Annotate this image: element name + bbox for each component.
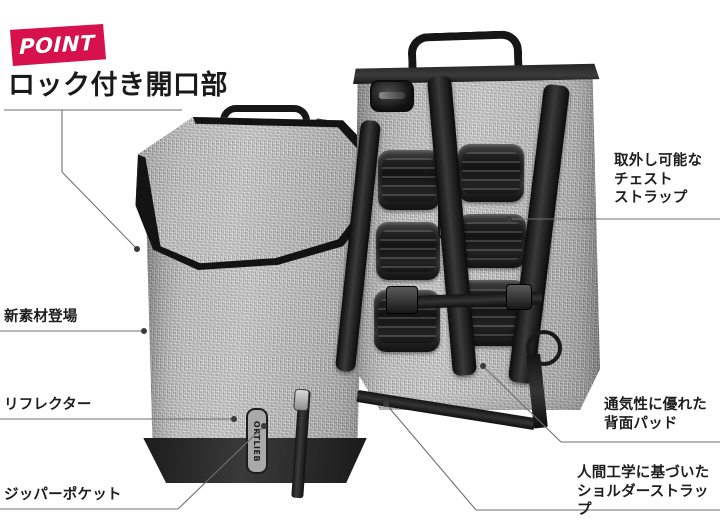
callout-new-material: 新素材登場 (4, 309, 78, 325)
back-pad-block (378, 150, 440, 210)
callout-chest-strap: 取外し可能な チェスト ストラップ (614, 153, 703, 207)
back-pad-block (376, 222, 440, 280)
back-pad-block (458, 214, 526, 268)
lock-closure-icon (370, 80, 414, 112)
d-ring (526, 330, 562, 366)
callout-zipper-pocket: ジッパーポケット (4, 487, 122, 503)
chest-strap-buckle (386, 286, 418, 314)
page-title: ロック付き開口部 (8, 70, 228, 101)
point-badge: POINT (8, 24, 106, 66)
rear-backpack-image: ORTLIEB (330, 30, 630, 447)
callout-shoulder-strap: 人間工学に基づいた ショルダーストラップ (577, 465, 710, 519)
point-badge-shape (9, 24, 106, 66)
back-pad-block (458, 144, 524, 202)
rear-top-trim (353, 63, 600, 84)
front-backpack-image: ORTLIEB (128, 105, 383, 499)
chest-strap-adjuster (506, 284, 532, 310)
callout-reflector: リフレクター (4, 397, 92, 413)
callout-back-pad: 通気性に優れた 背面パッド (604, 397, 707, 432)
